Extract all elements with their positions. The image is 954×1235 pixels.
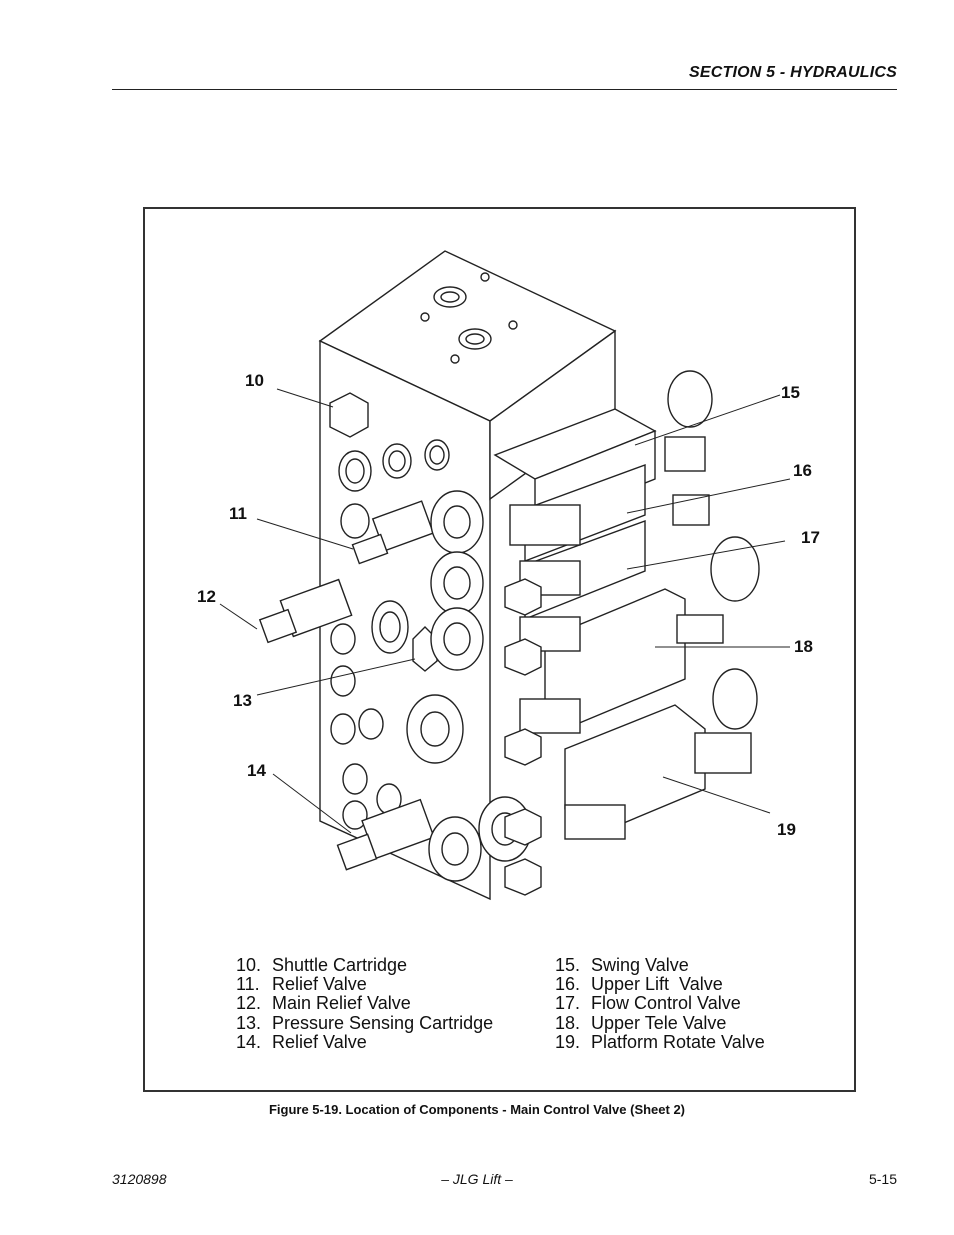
- valve-stacks: [493, 408, 752, 896]
- legend-right: 15.Swing Valve 16.Upper Lift Valve 17.Fl…: [555, 955, 765, 1052]
- header-rule: [112, 89, 897, 90]
- figure-caption: Figure 5-19. Location of Components - Ma…: [268, 1102, 686, 1117]
- legend-item: 13.Pressure Sensing Cartridge: [236, 1012, 494, 1033]
- callout-13: 13: [233, 691, 252, 710]
- callout-10: 10: [245, 371, 264, 390]
- section-title: SECTION 5 - HYDRAULICS: [689, 64, 897, 81]
- callout-12: 12: [197, 587, 216, 606]
- callout-14: 14: [247, 761, 266, 780]
- callout-18: 18: [794, 637, 813, 656]
- figure-frame: 10 11 12 13 14 15 16 17 18 19 10.Shuttle…: [143, 207, 856, 1092]
- leader-lines: [219, 388, 791, 834]
- doc-number: 3120898: [112, 1171, 167, 1187]
- legend-item: 11.Relief Valve: [236, 974, 367, 995]
- legend-item: 18.Upper Tele Valve: [555, 1012, 727, 1033]
- callout-11: 11: [229, 504, 247, 523]
- page-number: 5-15: [868, 1171, 897, 1187]
- legend-item: 10.Shuttle Cartridge: [236, 955, 408, 975]
- callout-19: 19: [777, 820, 796, 839]
- footer-brand: – JLG Lift –: [441, 1171, 513, 1187]
- legend-item: 15.Swing Valve: [555, 955, 689, 975]
- legend-item: 17.Flow Control Valve: [555, 993, 741, 1014]
- callout-17: 17: [801, 528, 820, 547]
- legend-item: 14.Relief Valve: [236, 1031, 367, 1052]
- callout-15: 15: [781, 383, 800, 402]
- valve-illustration: [219, 250, 791, 901]
- legend-item: 19.Platform Rotate Valve: [555, 1031, 765, 1052]
- legend-left: 10.Shuttle Cartridge 11.Relief Valve 12.…: [236, 955, 494, 1052]
- legend-item: 12.Main Relief Valve: [236, 993, 411, 1014]
- cartridges: [258, 392, 438, 871]
- legend-item: 16.Upper Lift Valve: [555, 974, 723, 995]
- side-ports: [330, 439, 450, 830]
- callout-16: 16: [793, 461, 812, 480]
